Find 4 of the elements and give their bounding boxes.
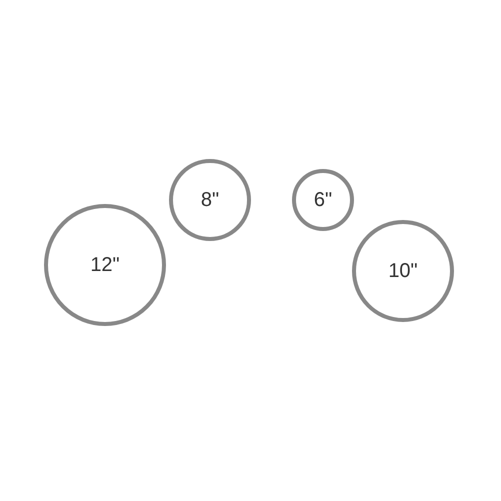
size-label: 12" <box>90 254 120 276</box>
size-label: 8" <box>200 188 220 212</box>
size-label: 10" <box>388 260 418 282</box>
size-label: 6" <box>314 188 332 212</box>
